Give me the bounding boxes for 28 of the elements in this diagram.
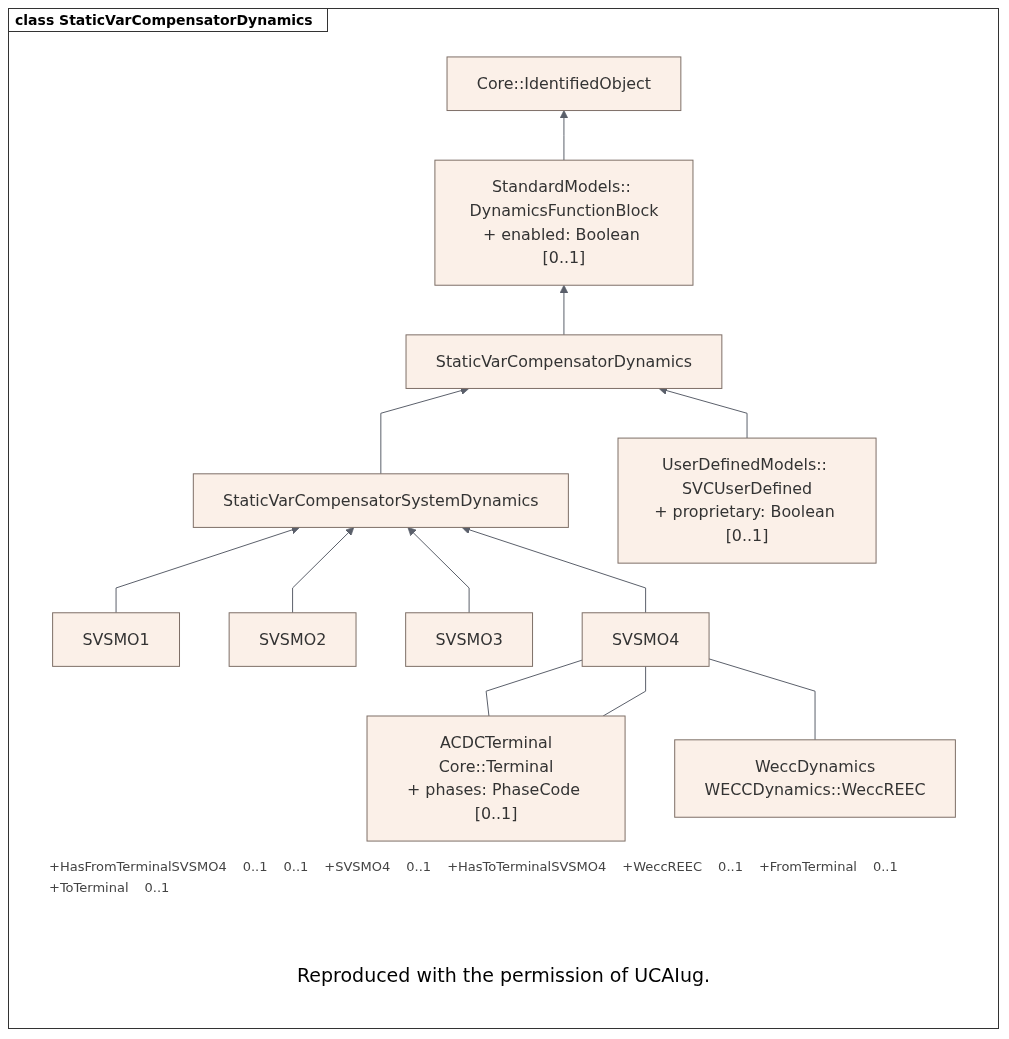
node-box: SVSMO3 [405,612,534,667]
role-label: 0..1 [406,859,432,874]
node-box: SVSMO4 [581,612,710,667]
role-label: +SVSMO4 [324,859,391,874]
node-box: UserDefinedModels:: SVCUserDefined + proprietary: Boolean [0..1] [617,437,877,564]
node-box: StaticVarCompensatorSystemDynamics [192,473,569,528]
connector [602,665,647,717]
role-label: +HasToTerminalSVSMO4 [447,859,607,874]
node-box: SVSMO1 [52,612,180,667]
role-label: +HasFromTerminalSVSMO4 [49,859,227,874]
role-label: +ToTerminal [49,880,129,895]
role-label: 0..1 [242,859,268,874]
caption: Reproduced with the permission of UCAIug. [295,964,712,986]
role-label: 0..1 [872,859,898,874]
role-label: 0..1 [283,859,309,874]
node-box: WeccDynamics WECCDynamics::WeccREEC [674,739,956,818]
role-label: +FromTerminal [758,859,857,874]
connector [485,659,583,717]
node-box: SVSMO2 [228,612,357,667]
connector [708,658,816,741]
role-label: 0..1 [718,859,743,874]
node-box: StandardModels:: DynamicsFunctionBlock + enabled: Boolean [0..1] [434,159,694,286]
role-label: 0..1 [144,880,170,895]
node-box: StaticVarCompensatorDynamics [405,334,723,389]
role-label: +WeccREEC [622,859,703,874]
node-box: Core::IdentifiedObject [446,56,682,112]
frame-title: class StaticVarCompensatorDynamics [9,9,328,32]
node-box: ACDCTerminal Core::Terminal + phases: PhaseCode [0..1] [366,715,626,842]
